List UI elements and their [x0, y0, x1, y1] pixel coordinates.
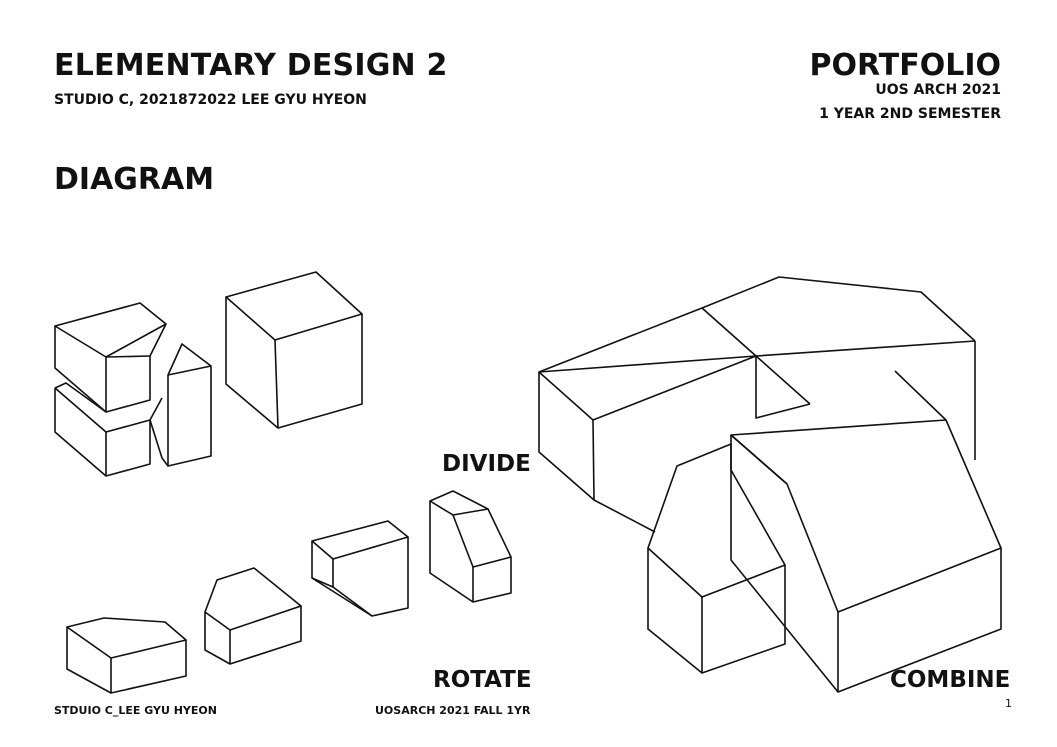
- label-rotate: ROTATE: [433, 667, 532, 693]
- block-lower-top: [54, 382, 107, 413]
- mass-short-top: [647, 443, 786, 598]
- cube-body: [225, 297, 363, 429]
- mass-front-roof: [730, 419, 1002, 613]
- wedge-edge: [167, 365, 212, 376]
- rotate-piece-1-top: [66, 617, 187, 659]
- document-subtitle: STUDIO C, 2021872022 LEE GYU HYEON: [54, 92, 367, 108]
- rotate-piece-3-edge2: [332, 586, 373, 617]
- cube-top: [225, 271, 363, 341]
- wedge-block: [167, 343, 212, 467]
- mass-outer-top: [538, 276, 976, 373]
- block-lower-edge3: [54, 387, 107, 433]
- label-combine: COMBINE: [890, 667, 1011, 693]
- mass-mid-back: [755, 356, 811, 419]
- footer-studio: STDUIO C_LEE GYU HYEON: [54, 704, 217, 717]
- rotate-piece-4-body: [429, 501, 512, 603]
- mass-right-back: [894, 370, 947, 421]
- combined-mass: [538, 276, 1002, 693]
- block-upper-front: [105, 323, 167, 413]
- rotate-piece-2-top: [204, 567, 302, 631]
- rotate-piece-3-edge: [311, 559, 334, 588]
- rotate-piece-3-body: [311, 537, 409, 617]
- rotate-piece-1-body: [66, 627, 187, 694]
- block-upper-edges: [54, 326, 107, 413]
- block-lower-edge2: [105, 419, 151, 433]
- rotate-piece-2-body: [204, 606, 302, 665]
- section-title: DIAGRAM: [54, 162, 215, 197]
- wedge-side: [149, 419, 169, 467]
- rotate-piece-3-top: [311, 520, 409, 560]
- org-label: UOS ARCH 2021: [875, 82, 1001, 98]
- document-title: ELEMENTARY DESIGN 2: [54, 48, 448, 83]
- rotate-piece-4-edge: [452, 514, 512, 568]
- cube-edge: [274, 339, 279, 429]
- mass-left-edge: [593, 499, 656, 533]
- footer-course: UOSARCH 2021 FALL 1YR: [375, 704, 531, 717]
- block-upper-edge: [105, 355, 151, 358]
- mass-front-diag: [730, 434, 788, 485]
- block-lower-edges: [54, 388, 163, 477]
- divided-blocks-group: [54, 271, 363, 477]
- portfolio-heading: PORTFOLIO: [809, 48, 1001, 83]
- page-number: 1: [1005, 697, 1012, 710]
- semester-label: 1 YEAR 2ND SEMESTER: [819, 106, 1001, 122]
- block-upper-top-face: [54, 302, 167, 358]
- rotate-sequence: [66, 490, 512, 694]
- mass-back-edge: [755, 340, 976, 357]
- rotate-piece-4-top: [429, 490, 489, 516]
- mass-left-block-top: [538, 355, 757, 421]
- mass-left-block: [538, 372, 595, 501]
- mass-ridge: [701, 307, 757, 357]
- label-divide: DIVIDE: [442, 451, 531, 477]
- mass-mid-ridge: [755, 355, 811, 405]
